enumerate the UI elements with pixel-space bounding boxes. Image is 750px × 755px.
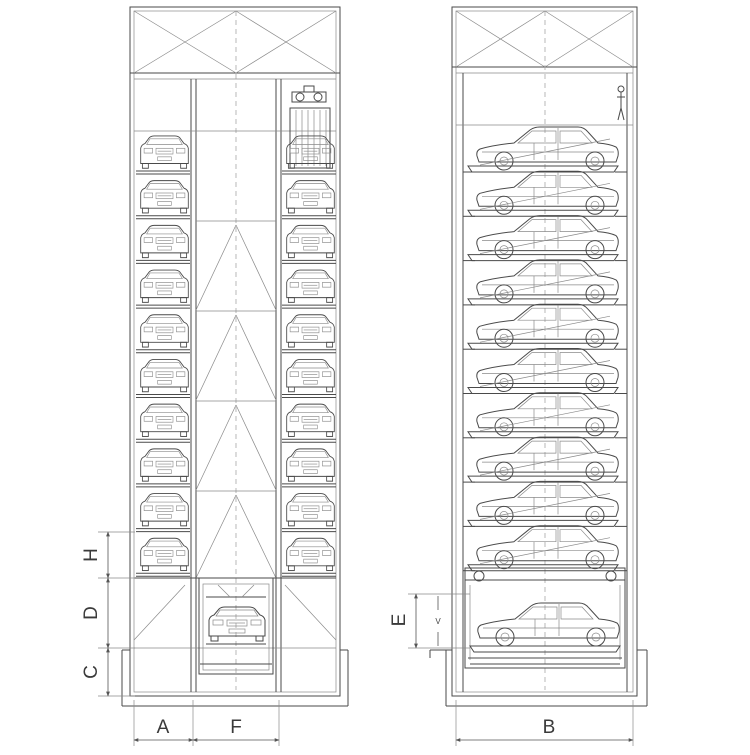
lift-car xyxy=(208,606,266,642)
side-level xyxy=(463,348,627,394)
front-level-right xyxy=(282,224,336,264)
dim-label-b: B xyxy=(543,717,556,738)
front-lift-carriage xyxy=(198,577,274,675)
stored-car-side xyxy=(476,348,619,392)
stored-car-side xyxy=(476,259,619,304)
stored-car xyxy=(140,314,189,348)
stored-car xyxy=(286,269,335,303)
stored-car xyxy=(286,180,335,214)
stored-car-side xyxy=(476,436,619,481)
stored-car xyxy=(286,537,335,572)
side-lift-platform xyxy=(464,567,626,669)
stored-car xyxy=(140,224,189,259)
stored-car xyxy=(140,269,189,303)
side-level xyxy=(463,215,627,262)
side-level xyxy=(463,392,627,439)
front-level-left xyxy=(136,224,190,264)
stored-car xyxy=(286,493,335,527)
side-lift-car xyxy=(477,602,620,647)
front-level-left xyxy=(136,180,190,220)
front-vertical-dimensions: H D C xyxy=(81,531,135,697)
side-storage-rows xyxy=(463,126,627,572)
side-level xyxy=(463,480,627,527)
front-level-left xyxy=(136,493,190,533)
side-level xyxy=(463,436,627,483)
front-level-left xyxy=(136,448,190,488)
side-level xyxy=(463,303,627,350)
front-outer-frame xyxy=(129,6,341,697)
front-level-left xyxy=(136,358,190,398)
side-level xyxy=(463,126,627,173)
front-level-right xyxy=(282,135,336,175)
dim-label-f: F xyxy=(230,717,242,738)
side-vertical-dimension: E V xyxy=(389,593,470,649)
stored-car xyxy=(286,314,335,348)
stored-car xyxy=(286,448,335,482)
front-base-left xyxy=(122,649,131,696)
side-horizontal-dimension: B xyxy=(455,700,634,746)
front-level-right xyxy=(282,269,336,309)
stored-car xyxy=(286,358,335,393)
front-horizontal-dimensions: A F xyxy=(133,700,280,746)
front-base-right xyxy=(339,649,348,696)
front-level-left xyxy=(136,269,190,309)
stored-car-side xyxy=(476,525,619,570)
front-level-right xyxy=(282,537,336,577)
stored-car-side xyxy=(476,480,619,525)
dim-label-d: D xyxy=(81,606,102,620)
side-outer-frame xyxy=(451,6,638,697)
front-level-right xyxy=(282,358,336,398)
front-view: H D C A F xyxy=(81,6,349,746)
front-storage-rows xyxy=(136,135,336,577)
stored-car xyxy=(140,448,189,482)
front-level-right xyxy=(282,180,336,220)
stored-car xyxy=(286,224,335,259)
person-figure xyxy=(617,85,625,121)
side-view: E V B xyxy=(389,6,648,746)
dim-label-h: H xyxy=(81,548,102,562)
side-level xyxy=(463,259,627,306)
front-level-left xyxy=(136,135,190,175)
stored-car xyxy=(140,537,189,572)
front-level-right xyxy=(282,403,336,443)
stored-car xyxy=(286,403,335,437)
hoist-motor xyxy=(289,85,331,169)
stored-car xyxy=(286,135,335,169)
stored-car xyxy=(140,493,189,527)
dim-label-c: C xyxy=(81,665,102,679)
stored-car xyxy=(140,358,189,393)
stored-car xyxy=(140,403,189,437)
stored-car-side xyxy=(476,170,619,215)
dim-label-v: V xyxy=(435,617,441,626)
front-level-left xyxy=(136,403,190,443)
stored-car xyxy=(140,180,189,214)
front-level-right xyxy=(282,314,336,354)
front-level-left xyxy=(136,314,190,354)
dim-label-a: A xyxy=(157,717,170,738)
front-level-right xyxy=(282,448,336,488)
dim-label-e: E xyxy=(389,614,410,627)
front-level-left xyxy=(136,537,190,577)
stored-car-side xyxy=(476,303,619,348)
stored-car-side xyxy=(476,126,619,171)
stored-car xyxy=(140,135,189,169)
stored-car-side xyxy=(476,215,619,260)
front-level-right xyxy=(282,493,336,533)
stored-car-side xyxy=(476,392,619,437)
side-level xyxy=(463,170,627,217)
